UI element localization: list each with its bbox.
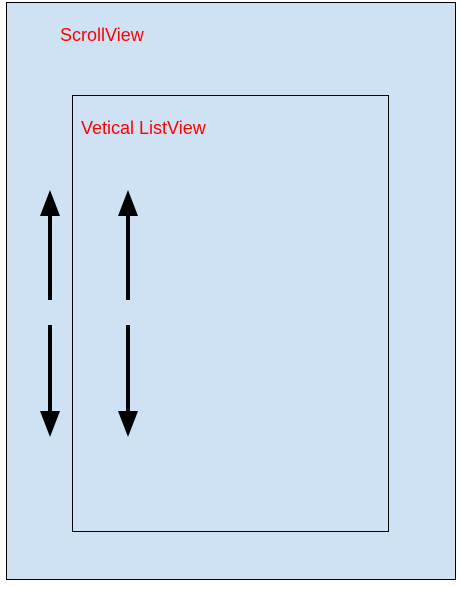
listview-label: Vetical ListView [81,118,206,138]
listview-container [72,95,389,532]
scrollview-label: ScrollView [60,25,144,45]
scrollview-container [6,2,456,580]
